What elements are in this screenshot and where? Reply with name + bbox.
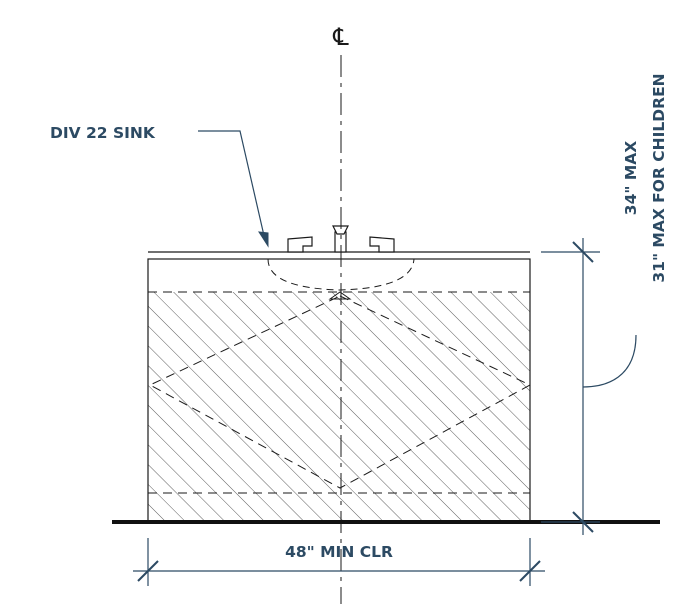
height-dimension-text-line1: 34" MAX bbox=[622, 141, 640, 215]
width-dimension-text: 48" MIN CLR bbox=[285, 543, 393, 561]
sink-leader-line bbox=[198, 130, 266, 241]
sink-drain bbox=[328, 291, 352, 300]
knee-clearance-hatch bbox=[148, 292, 530, 521]
pipe-hidden-lines bbox=[148, 295, 532, 489]
sink-leader-arrowhead bbox=[258, 231, 269, 248]
height-dimension-text-line2: 31" MAX FOR CHILDREN bbox=[650, 73, 668, 282]
height-dimension bbox=[541, 238, 637, 535]
sink-label: DIV 22 SINK bbox=[50, 124, 156, 142]
centerline-symbol: ℄ bbox=[332, 23, 349, 51]
sink-bowl-outline bbox=[267, 258, 415, 291]
width-dimension bbox=[133, 538, 545, 586]
